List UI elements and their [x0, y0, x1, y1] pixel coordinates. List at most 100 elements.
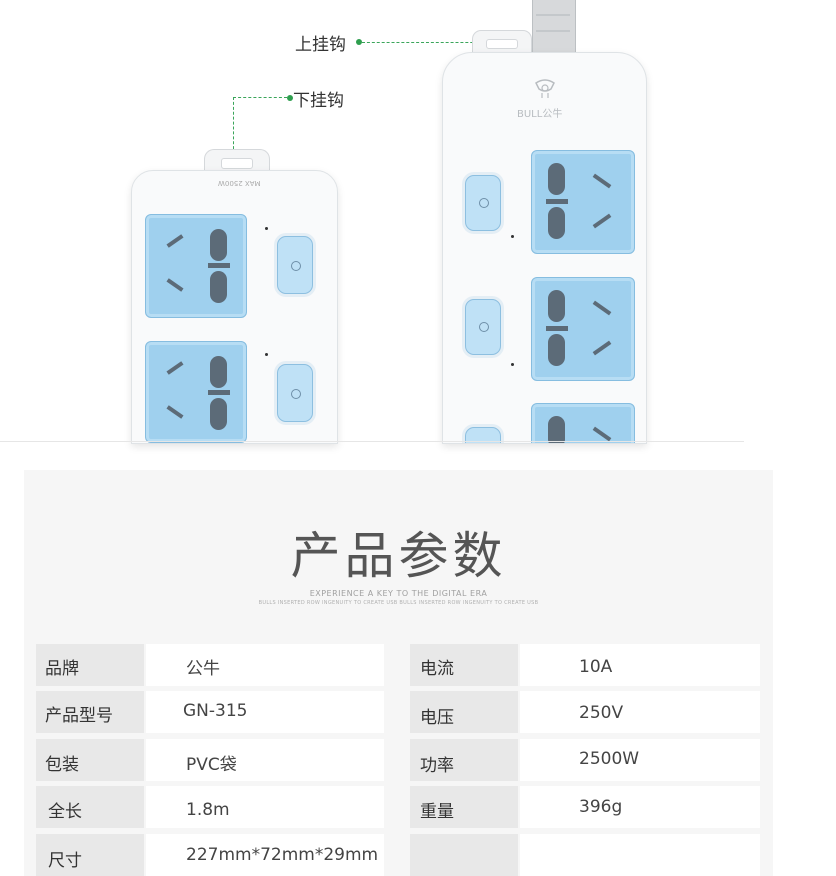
spec-value: 250V — [579, 703, 624, 723]
socket-pin-slot — [546, 199, 568, 204]
spec-label: 产品型号 — [45, 706, 113, 726]
socket-round-slot — [210, 229, 227, 261]
socket-round-slot — [210, 271, 227, 303]
spec-label-cell: 尺寸 — [36, 834, 144, 876]
socket-pin-slot — [592, 340, 612, 356]
left-strip-hook-hole — [221, 158, 253, 169]
indicator-light — [511, 363, 514, 366]
spec-label: 全长 — [48, 802, 82, 822]
socket-round-slot — [548, 334, 565, 366]
spec-label-cell: 重量 — [410, 786, 518, 828]
spec-label: 包装 — [45, 755, 79, 775]
socket — [531, 403, 635, 443]
spec-label-cell: 功率 — [410, 739, 518, 781]
section-subtitle-small: BULLS INSERTED ROW INGENUITY TO CREATE U… — [258, 600, 539, 606]
socket-pin-slot — [166, 278, 184, 292]
left-strip-hook — [204, 149, 270, 174]
cord-ridge — [536, 30, 570, 32]
spec-label-cell: 产品型号 — [36, 691, 144, 733]
socket-round-slot — [548, 163, 565, 195]
spec-label: 品牌 — [45, 659, 79, 679]
socket-switch — [465, 427, 501, 443]
spec-value-cell: 1.8m — [146, 786, 384, 828]
socket-round-slot — [548, 207, 565, 239]
spec-label: 电流 — [420, 659, 454, 679]
spec-value: 396g — [579, 797, 623, 817]
indicator-light — [265, 227, 268, 230]
section-subtitle: EXPERIENCE A KEY TO THE DIGITAL ERA — [309, 589, 488, 598]
cord-ridge — [536, 14, 570, 16]
section-title: 产品参数 — [290, 527, 507, 585]
right-strip-hook-hole — [486, 39, 518, 49]
socket-pin-slot — [592, 213, 612, 229]
socket-pin-slot — [592, 426, 612, 442]
socket-pin-slot — [166, 361, 184, 375]
spec-value: 10A — [579, 657, 613, 677]
spec-value-cell: 250V — [520, 691, 760, 733]
spec-value: 227mm*72mm*29mm — [186, 845, 379, 865]
power-icon — [291, 389, 301, 399]
socket-pin-slot — [592, 300, 612, 316]
right-strip-hook — [472, 30, 532, 53]
socket — [145, 341, 247, 443]
upper-hook-leader-dot — [356, 39, 362, 45]
indicator-light — [265, 353, 268, 356]
socket-pin-slot — [166, 234, 184, 248]
socket-pin-slot — [208, 390, 230, 395]
spec-value-cell: GN-315 — [146, 691, 384, 733]
spec-value: PVC袋 — [186, 755, 237, 775]
spec-label-cell: 电压 — [410, 691, 518, 733]
socket-switch — [277, 364, 313, 422]
socket-round-slot — [210, 398, 227, 430]
socket — [531, 277, 635, 381]
left-strip-rating: MAX 2500W — [218, 179, 261, 187]
socket-switch — [465, 175, 501, 231]
upper-hook-label: 上挂钩 — [295, 35, 346, 55]
left-power-strip: MAX 2500W — [131, 170, 338, 444]
spec-value-cell: 公牛 — [146, 644, 384, 686]
power-icon — [479, 322, 489, 332]
spec-label: 功率 — [420, 756, 454, 776]
socket — [531, 150, 635, 254]
spec-label-cell: 全长 — [36, 786, 144, 828]
socket-pin-slot — [208, 263, 230, 268]
spec-value-cell: 396g — [520, 786, 760, 828]
spec-label: 尺寸 — [48, 851, 82, 871]
spec-label-cell: 电流 — [410, 644, 518, 686]
section-title-wrap: 产品参数 — [24, 516, 773, 588]
indicator-light — [511, 235, 514, 238]
socket-pin-slot — [592, 173, 612, 189]
socket-switch — [465, 299, 501, 355]
power-icon — [291, 261, 301, 271]
power-cord — [532, 0, 576, 57]
lower-hook-label: 下挂钩 — [293, 91, 344, 111]
socket-round-slot — [548, 290, 565, 322]
socket — [145, 214, 247, 318]
socket-pin-slot — [166, 405, 184, 419]
socket-round-slot — [210, 356, 227, 388]
lower-hook-leader-line-v — [233, 97, 234, 159]
spec-label-cell: 品牌 — [36, 644, 144, 686]
spec-value-cell: 10A — [520, 644, 760, 686]
spec-label: 重量 — [420, 802, 454, 822]
spec-value-cell: PVC袋 — [146, 739, 384, 781]
upper-hook-leader-line — [362, 42, 488, 43]
socket-round-slot — [548, 416, 565, 443]
spec-label: 电压 — [420, 708, 454, 728]
lower-hook-leader-line-h — [233, 97, 287, 98]
spec-value: 2500W — [579, 749, 640, 769]
socket-switch — [277, 236, 313, 294]
socket-pin-slot — [546, 326, 568, 331]
spec-label-cell: 包装 — [36, 739, 144, 781]
spec-label-cell — [410, 834, 518, 876]
spec-value-cell — [520, 834, 760, 876]
spec-value: GN-315 — [183, 701, 248, 721]
bull-logo-icon — [535, 79, 555, 98]
power-icon — [479, 198, 489, 208]
spec-value-cell: 227mm*72mm*29mm — [146, 834, 384, 876]
spec-value-cell: 2500W — [520, 739, 760, 781]
lower-hook-leader-dot — [287, 95, 293, 101]
spec-value: 公牛 — [186, 659, 220, 679]
right-power-strip: BULL公牛 — [442, 52, 647, 444]
spec-value: 1.8m — [186, 800, 230, 820]
